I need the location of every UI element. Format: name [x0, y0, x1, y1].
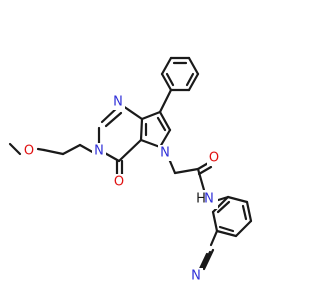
molecule-canvas: N N O O N O: [8, 56, 253, 284]
cyanophenyl-inner-bond: [216, 200, 231, 214]
atom-label-bg: [158, 145, 172, 161]
nitrogen-atom-label: N: [191, 269, 201, 284]
phenyl-bond: [187, 56, 200, 76]
phenyl-bond: [187, 72, 200, 92]
cyanophenyl-bond: [245, 200, 253, 223]
pyrrole-bond: [158, 128, 172, 149]
methoxy-bond: [36, 147, 46, 152]
nitrogen-atom-label: N: [160, 146, 170, 161]
atom-label-bg: [92, 143, 106, 159]
propyl-bond: [61, 143, 82, 156]
methoxy-o-label: O: [22, 143, 36, 159]
pyrrole-bond: [139, 138, 162, 149]
methoxy-bond: [8, 142, 22, 156]
nitrile-n-label: N: [189, 268, 203, 284]
cyanophenyl-inner-bond: [241, 204, 248, 221]
phenyl-inner-bond: [185, 72, 195, 87]
oxygen-atom-label: O: [24, 144, 34, 159]
cyanophenyl-bond: [226, 195, 249, 204]
pyrrole-bond: [139, 117, 144, 142]
oxygen-atom-label: O: [114, 175, 124, 190]
phenyl-inner-bond: [165, 72, 175, 87]
bonds-layer: [8, 56, 253, 275]
amide-n-bond: [196, 167, 206, 192]
pyrrole-n-label: N: [158, 145, 172, 161]
ring-carbonyl-o-label: O: [112, 174, 126, 190]
atom-labels-layer: N N O O N O: [22, 94, 221, 284]
pyrimidine-inner-bond: [104, 111, 123, 128]
atom-label-bg: [112, 174, 126, 190]
amide-nh-label: N H: [196, 190, 218, 209]
pyrimidine-n-bottom-label: N: [92, 143, 106, 159]
atom-label-bg: [111, 94, 125, 110]
pyrimidine-n-top-label: N: [111, 94, 125, 110]
atom-label-bg: [189, 268, 203, 284]
atom-label-bg: [22, 143, 36, 159]
propyl-bond: [42, 148, 65, 156]
oxygen-atom-label: O: [209, 151, 219, 166]
hydrogen-atom-label: H: [196, 192, 206, 207]
molecule-structure: N N O O N O: [8, 56, 253, 284]
amide-carbonyl-bond: [197, 165, 213, 176]
phenyl-link-bond: [158, 88, 173, 114]
pyrimidine-bond: [121, 104, 144, 121]
phenyl-bond: [160, 56, 173, 76]
pyrrole-bond: [140, 110, 162, 121]
nitrogen-atom-label: N: [204, 192, 214, 207]
nitrile-bond: [209, 229, 219, 247]
cyanophenyl-bond: [234, 219, 253, 238]
cyanophenyl-bond: [211, 210, 219, 233]
atom-label-bg: [196, 190, 218, 209]
pyrrole-inner-bond: [156, 116, 167, 132]
phenyl-bond: [160, 72, 173, 92]
amide-o-label: O: [207, 150, 221, 166]
nitrogen-atom-label: N: [94, 144, 104, 159]
cyanophenyl-bond: [211, 195, 230, 214]
nitrile-bond: [202, 248, 215, 271]
pyrrole-bond: [158, 110, 172, 132]
amide-bond: [173, 167, 200, 175]
cyanophenyl-inner-bond: [218, 225, 235, 233]
cyanophenyl-bond: [215, 229, 238, 238]
atom-label-bg: [207, 150, 221, 166]
nitrile-bond: [199, 250, 212, 273]
pyrimidine-bond: [117, 138, 143, 163]
nitrogen-atom-label: N: [113, 95, 123, 110]
